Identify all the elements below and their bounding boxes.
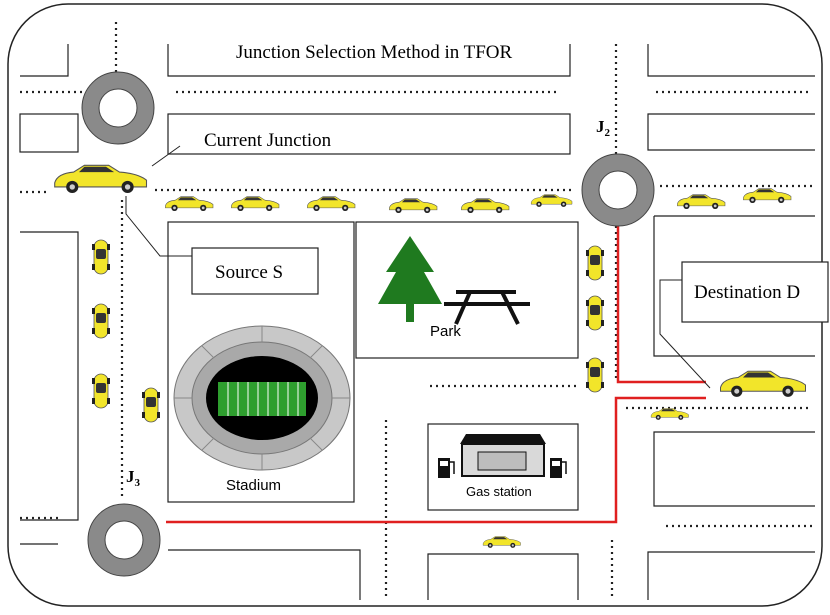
stadium-block — [167, 221, 355, 503]
park-block — [355, 221, 579, 359]
roundabout-j2 — [581, 153, 655, 227]
destination-box — [681, 261, 829, 323]
gas-station-icon — [460, 434, 546, 477]
tree-icon — [378, 236, 442, 322]
car-icon — [585, 245, 605, 281]
source-label: Source S — [215, 262, 283, 283]
city-blocks — [19, 44, 815, 600]
lane-markings — [20, 22, 812, 600]
source-leader — [125, 196, 192, 257]
fuel-pump-icon — [438, 458, 455, 478]
car-icon — [91, 303, 111, 339]
car-icon — [585, 357, 605, 393]
diagram-title: Junction Selection Method in TFOR — [236, 42, 513, 63]
picnic-table-icon — [444, 290, 530, 325]
destination-leader — [659, 279, 711, 389]
roundabout-j1 — [81, 71, 155, 145]
park-label: Park — [430, 323, 461, 340]
current-junction-label: Current Junction — [204, 130, 332, 151]
roundabout-j3 — [87, 503, 161, 577]
car-icon — [141, 387, 161, 423]
stadium-label: Stadium — [226, 477, 281, 494]
stadium-icon — [173, 325, 351, 471]
gas-station-label: Gas station — [466, 484, 532, 499]
car-icon — [91, 373, 111, 409]
gas-station-block — [427, 423, 579, 511]
junction-label-j3: J3 — [126, 467, 141, 489]
route-path — [166, 218, 706, 524]
car-icon — [91, 239, 111, 275]
source-box — [191, 247, 319, 295]
current-junction-leader — [151, 145, 181, 167]
destination-label: Destination D — [694, 282, 800, 303]
junction-label-j2: J2 — [596, 117, 611, 139]
fuel-pump-icon — [550, 458, 567, 478]
car-icon — [585, 295, 605, 331]
